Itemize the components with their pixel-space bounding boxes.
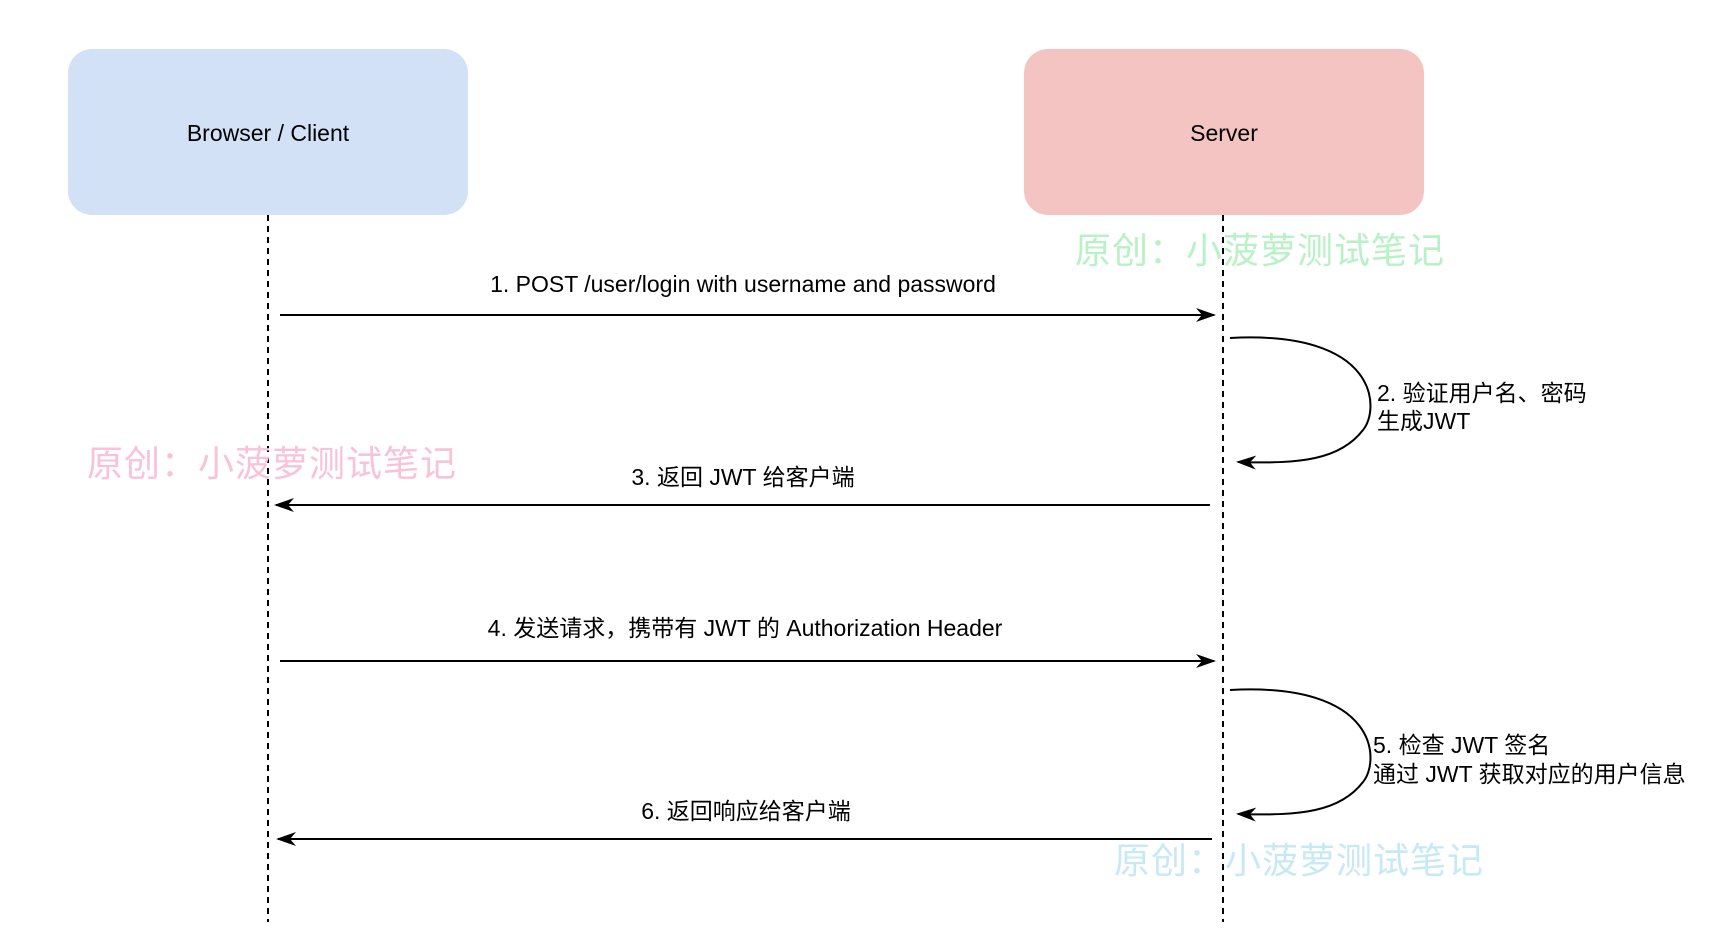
watermark-blue: 原创：小菠萝测试笔记 (1114, 840, 1484, 881)
self-message-2-label: 2. 验证用户名、密码 生成JWT (1377, 380, 1593, 434)
client-actor-label: Browser / Client (187, 120, 350, 146)
message-6: 6. 返回响应给客户端 (276, 798, 1212, 846)
self-message-5: 5. 检查 JWT 签名 通过 JWT 获取对应的用户信息 (1229, 688, 1686, 822)
self-message-5-arrow (1229, 688, 1372, 822)
message-1-label: 1. POST /user/login with username and pa… (490, 271, 996, 297)
message-4: 4. 发送请求，携带有 JWT 的 Authorization Header (280, 615, 1216, 668)
message-4-label: 4. 发送请求，携带有 JWT 的 Authorization Header (488, 615, 1003, 641)
self-message-5-line-2: 通过 JWT 获取对应的用户信息 (1373, 761, 1686, 787)
watermark-pink: 原创：小菠萝测试笔记 (87, 443, 457, 484)
self-message-2: 2. 验证用户名、密码 生成JWT (1229, 336, 1593, 470)
message-3-label: 3. 返回 JWT 给客户端 (631, 464, 854, 490)
self-message-2-arrow (1229, 336, 1372, 470)
client-actor-box (68, 49, 468, 215)
message-3: 3. 返回 JWT 给客户端 (274, 464, 1210, 512)
message-6-label: 6. 返回响应给客户端 (641, 798, 851, 824)
server-actor-label: Server (1190, 120, 1258, 146)
self-message-2-line-1: 2. 验证用户名、密码 (1377, 380, 1587, 406)
client-actor: Browser / Client (68, 49, 468, 215)
self-message-5-label: 5. 检查 JWT 签名 通过 JWT 获取对应的用户信息 (1373, 732, 1686, 787)
watermark-green: 原创：小菠萝测试笔记 (1075, 230, 1445, 271)
server-actor-box (1024, 49, 1424, 215)
message-1: 1. POST /user/login with username and pa… (280, 271, 1216, 322)
self-message-5-line-1: 5. 检查 JWT 签名 (1373, 732, 1550, 758)
self-message-2-line-2: 生成JWT (1377, 408, 1470, 434)
server-actor: Server (1024, 49, 1424, 215)
